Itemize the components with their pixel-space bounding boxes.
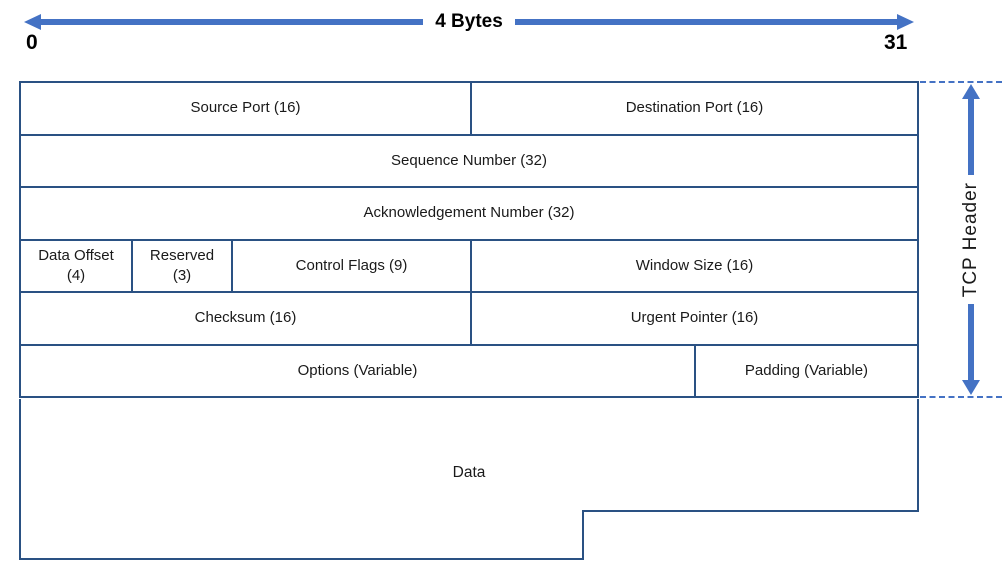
arrow-down-icon bbox=[962, 380, 980, 396]
field-label: Options (Variable) bbox=[297, 361, 418, 379]
data-region-label: Data bbox=[452, 464, 486, 481]
field-cell-checksum-16: Checksum (16) bbox=[21, 293, 472, 344]
field-cell-urgent-pointer-16: Urgent Pointer (16) bbox=[472, 293, 917, 344]
bit-index-start: 0 bbox=[26, 31, 38, 54]
field-cell-data-offset-4: Data Offset (4) bbox=[21, 240, 133, 291]
field-label: Data Offset (4) bbox=[38, 246, 114, 284]
field-cell-control-flags-9: Control Flags (9) bbox=[233, 240, 472, 291]
field-label: Acknowledgement Number (32) bbox=[363, 204, 575, 222]
scale-bar-left bbox=[41, 19, 424, 25]
field-label: Urgent Pointer (16) bbox=[630, 309, 759, 327]
field-label: Destination Port (16) bbox=[625, 99, 764, 117]
field-cell-padding-variable: Padding (Variable) bbox=[696, 346, 917, 397]
field-cell-reserved-3: Reserved (3) bbox=[133, 240, 233, 291]
byte-width-label: 4 Bytes bbox=[435, 11, 503, 32]
field-label: Window Size (16) bbox=[635, 256, 754, 274]
field-cell-acknowledgement-number-32: Acknowledgement Number (32) bbox=[21, 188, 917, 239]
field-cell-source-port-16: Source Port (16) bbox=[21, 83, 472, 134]
arrow-left-icon bbox=[24, 14, 41, 30]
field-cell-window-size-16: Window Size (16) bbox=[472, 241, 917, 292]
header-grid: Source Port (16) Destination Port (16) Seq… bbox=[19, 81, 919, 398]
field-label: Padding (Variable) bbox=[744, 361, 869, 379]
grid-row: Source Port (16) Destination Port (16) bbox=[21, 83, 917, 136]
field-label: Control Flags (9) bbox=[295, 256, 408, 274]
grid-row: Checksum (16) Urgent Pointer (16) bbox=[21, 293, 917, 346]
field-label: Checksum (16) bbox=[194, 309, 297, 327]
bracket-dash-bottom bbox=[920, 396, 1002, 398]
byte-width-scale: 4 Bytes bbox=[24, 11, 915, 32]
grid-row: Acknowledgement Number (32) bbox=[21, 188, 917, 241]
bit-index-end: 31 bbox=[884, 31, 908, 54]
arrow-up-icon bbox=[962, 84, 980, 99]
grid-row: Data Offset (4) Reserved (3) Control Flags… bbox=[21, 240, 917, 293]
field-label: Sequence Number (32) bbox=[391, 151, 547, 169]
field-label: Reserved (3) bbox=[149, 246, 215, 284]
tcp-header-label: TCP Header bbox=[960, 181, 981, 298]
field-cell-sequence-number-32: Sequence Number (32) bbox=[21, 136, 917, 187]
scale-bar-right bbox=[514, 19, 898, 25]
grid-row: Sequence Number (32) bbox=[21, 136, 917, 188]
extent-bar-bottom bbox=[968, 304, 974, 381]
bracket-dash-top bbox=[920, 81, 1002, 83]
extent-bar-top bbox=[968, 99, 974, 175]
field-cell-destination-port-16: Destination Port (16) bbox=[472, 83, 917, 134]
tcp-header-extent: TCP Header bbox=[960, 84, 981, 396]
arrow-right-icon bbox=[897, 14, 915, 30]
grid-row: Options (Variable) Padding (Variable) bbox=[21, 345, 917, 397]
field-cell-options-variable: Options (Variable) bbox=[21, 345, 696, 396]
field-label: Source Port (16) bbox=[190, 99, 301, 117]
